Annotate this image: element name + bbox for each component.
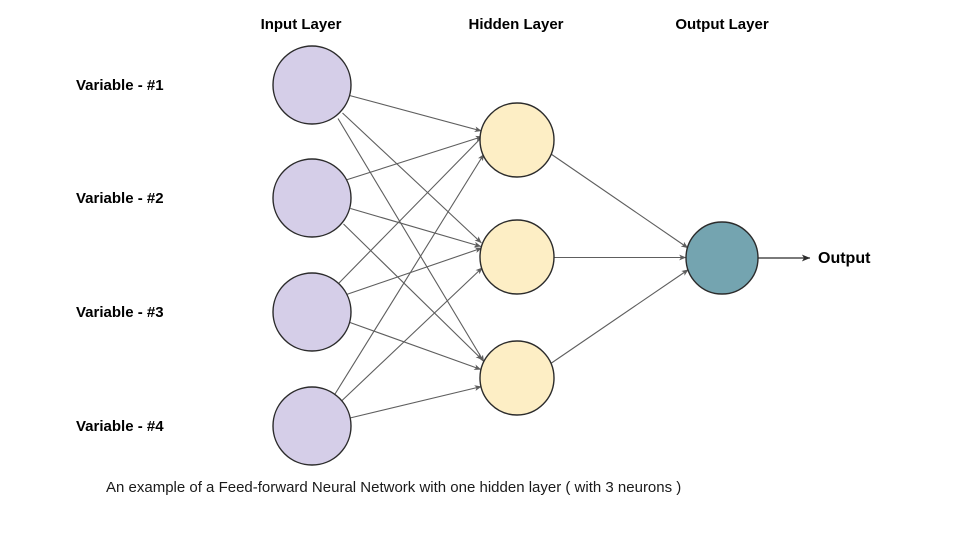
node-input-3[interactable]: [272, 272, 352, 352]
layer-title-hidden: Hidden Layer: [468, 16, 563, 33]
input-label-4: Variable - #4: [76, 418, 164, 435]
input-layer-nodes: [272, 45, 352, 466]
input-to-hidden-edges: [334, 94, 485, 419]
edge-i4-h1: [334, 153, 485, 395]
edge-i3-h3: [349, 321, 482, 371]
edge-i1-h2: [342, 112, 482, 244]
layer-title-output: Output Layer: [675, 16, 769, 33]
node-input-2[interactable]: [272, 158, 352, 238]
edge-i1-h1: [349, 94, 482, 132]
edge-h3-o1: [551, 269, 689, 364]
edge-i2-h1: [345, 135, 483, 181]
input-label-3: Variable - #3: [76, 304, 164, 321]
node-input-1[interactable]: [272, 45, 352, 125]
edge-i2-h2: [350, 207, 482, 248]
node-output-1[interactable]: [685, 221, 759, 295]
edge-i4-h2: [340, 267, 483, 402]
edge-h1-o1: [550, 153, 689, 249]
output-label: Output: [818, 250, 871, 267]
edge-i3-h1: [338, 135, 484, 284]
edge-i4-h3: [349, 385, 482, 419]
edge-i3-h2: [346, 247, 483, 296]
diagram-caption: An example of a Feed-forward Neural Netw…: [106, 479, 681, 496]
edge-i2-h3: [343, 223, 483, 361]
hidden-to-output-edges: [550, 153, 689, 364]
layer-title-input: Input Layer: [261, 16, 342, 33]
input-label-2: Variable - #2: [76, 190, 164, 207]
node-input-4[interactable]: [272, 386, 352, 466]
edge-i1-h3: [337, 118, 485, 363]
hidden-layer-nodes: [479, 102, 555, 416]
node-hidden-1[interactable]: [479, 102, 555, 178]
node-hidden-3[interactable]: [479, 340, 555, 416]
input-label-1: Variable - #1: [76, 77, 164, 94]
node-hidden-2[interactable]: [479, 219, 555, 295]
